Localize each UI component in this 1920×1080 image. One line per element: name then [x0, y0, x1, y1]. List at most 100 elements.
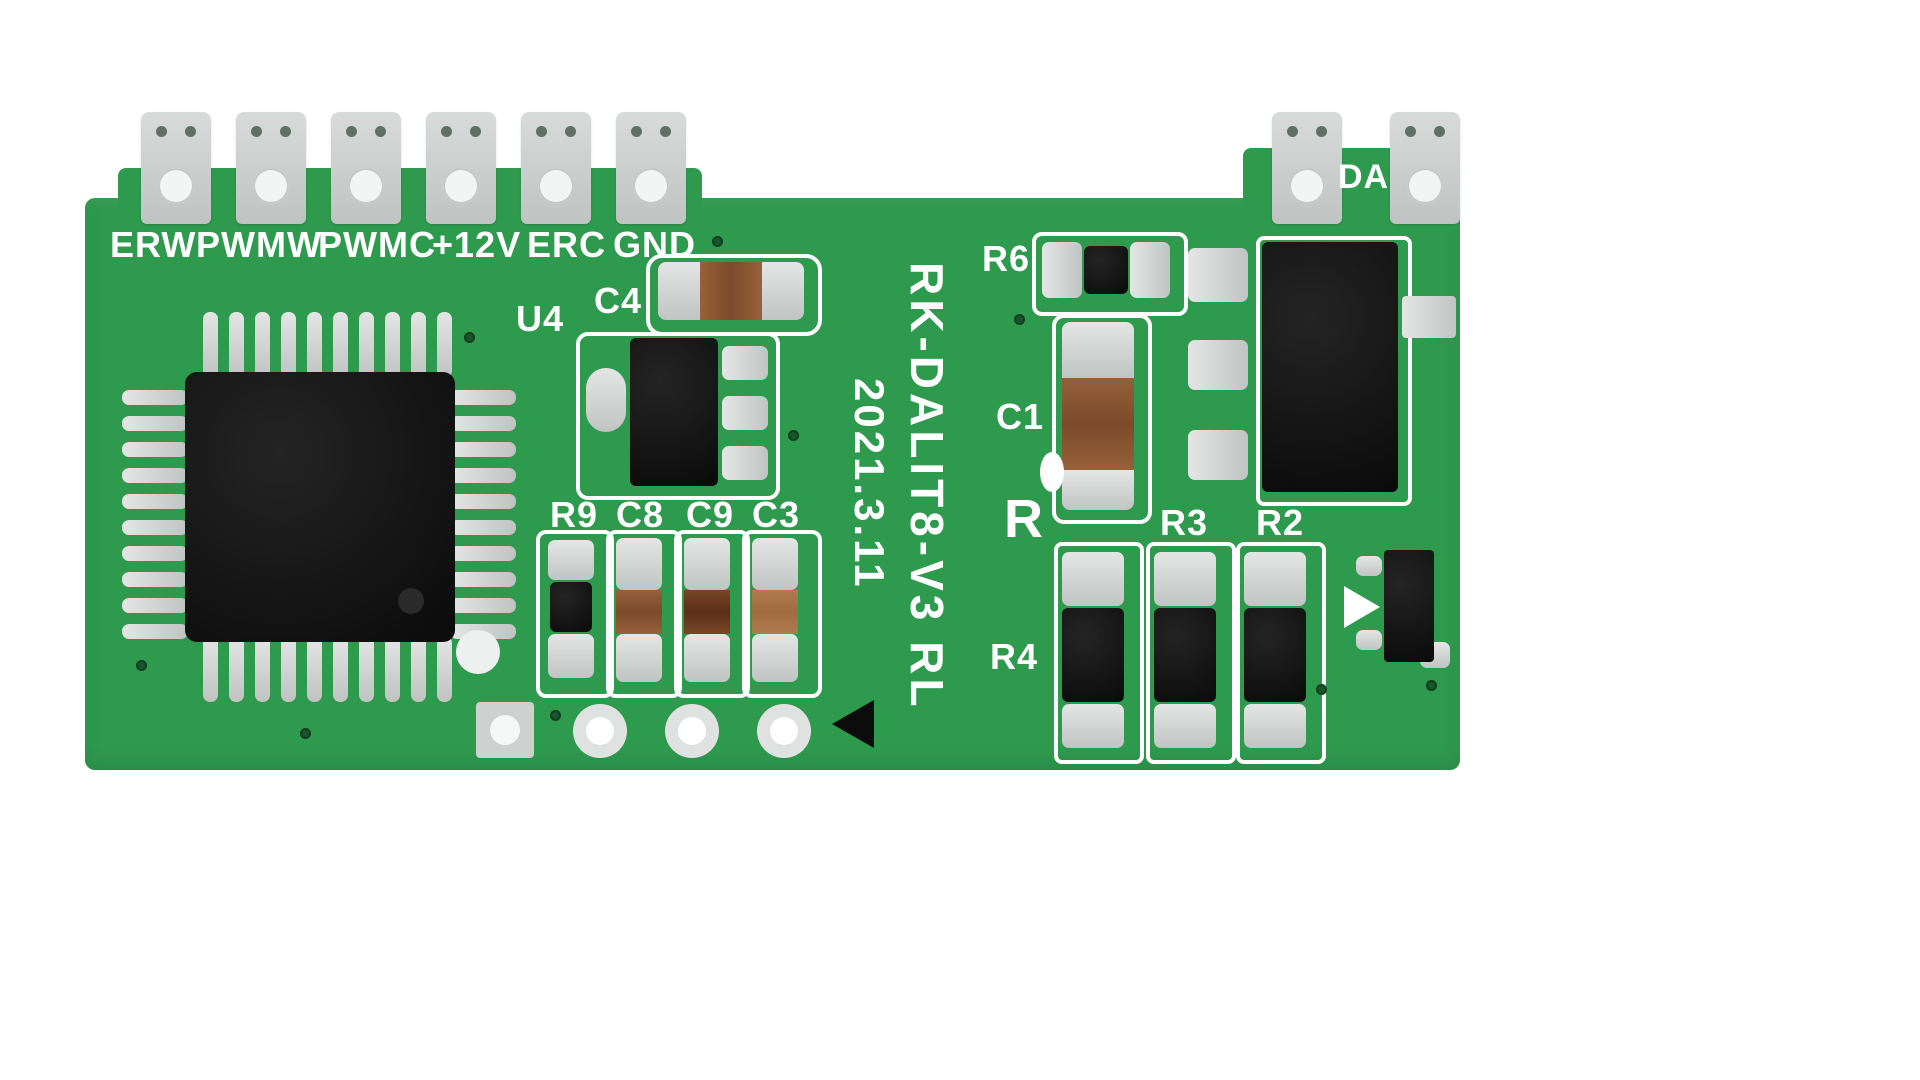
u4-pad [722, 346, 768, 380]
r2-pad [1244, 552, 1306, 606]
via [1426, 680, 1437, 691]
orientation-mark-left [832, 700, 874, 748]
qfp-lead [281, 312, 296, 378]
c8-outline [606, 530, 682, 698]
qfp-lead [333, 636, 348, 702]
u4-pad [722, 396, 768, 430]
r6-body [1084, 246, 1128, 294]
power-ic-lead [1188, 430, 1248, 480]
r4-body [1062, 608, 1124, 702]
qfp-lead [359, 312, 374, 378]
tab-hole-small [470, 126, 481, 137]
via [464, 332, 475, 343]
edge-tab [141, 112, 211, 224]
tab-hole-small [251, 126, 262, 137]
tab-hole-small [1434, 126, 1445, 137]
round-pad [573, 704, 627, 758]
qfp-lead [450, 468, 516, 483]
tab-hole-small [185, 126, 196, 137]
u4-pad [722, 446, 768, 480]
c9-terminal [684, 538, 730, 590]
tab-hole-small [1316, 126, 1327, 137]
pin-label-pwmw: PWMW [196, 224, 322, 265]
edge-tab [521, 112, 591, 224]
r-label: R [1004, 489, 1044, 549]
via [1014, 314, 1025, 325]
qfp-lead [385, 312, 400, 378]
edge-tab [236, 112, 306, 224]
qfp-lead [122, 546, 188, 561]
tab-hole-small [441, 126, 452, 137]
r4-pad [1062, 704, 1124, 748]
power-ic-tab [1402, 296, 1456, 338]
qfp-lead [122, 494, 188, 509]
r4-outline [1054, 542, 1144, 764]
power-ic-lead [1188, 248, 1248, 302]
c8-terminal [616, 634, 662, 682]
r3-outline [1146, 542, 1236, 764]
power-ic-body [1262, 242, 1398, 492]
qfp-lead [122, 468, 188, 483]
qfp-lead [450, 494, 516, 509]
via [136, 660, 147, 671]
u4-label: U4 [516, 298, 565, 339]
tab-hole-small [1405, 126, 1416, 137]
qfp-lead [255, 312, 270, 378]
r9-outline [536, 530, 614, 698]
c1-terminal [1062, 470, 1134, 510]
qfp-lead [450, 520, 516, 535]
tab-hole-small [631, 126, 642, 137]
r3-label: R3 [1160, 502, 1209, 543]
qfp-lead [122, 390, 188, 405]
r9-body [550, 582, 592, 632]
c1-outline [1052, 314, 1152, 524]
pcb-edge-left [118, 168, 702, 228]
qfp-lead [122, 520, 188, 535]
tab-hole-large [1407, 168, 1443, 204]
qfp-lead [255, 636, 270, 702]
r6-pad [1042, 242, 1082, 298]
r4-label: R4 [990, 636, 1039, 677]
qfp-lead [437, 636, 452, 702]
qfp-lead [229, 312, 244, 378]
c4-terminal [658, 262, 700, 320]
c8-label: C8 [616, 494, 665, 535]
r6-pad [1130, 242, 1170, 298]
via [1316, 684, 1327, 695]
c9-outline [674, 530, 750, 698]
edge-tab [331, 112, 401, 224]
qfp-lead [122, 598, 188, 613]
r2-label: R2 [1256, 502, 1305, 543]
r4-pad [1062, 552, 1124, 606]
c9-body [684, 590, 730, 634]
round-pad [757, 704, 811, 758]
r2-pad [1244, 704, 1306, 748]
tab-hole-large [348, 168, 384, 204]
qfp-lead [450, 442, 516, 457]
u4-left-pad [586, 368, 626, 432]
qfp-lead [122, 416, 188, 431]
r3-body [1154, 608, 1216, 702]
c1-terminal [1062, 322, 1134, 378]
c4-outline [646, 254, 822, 336]
c9-label: C9 [686, 494, 735, 535]
qfp-lead [450, 572, 516, 587]
qfp-lead [385, 636, 400, 702]
via [550, 710, 561, 721]
tab-hole-small [660, 126, 671, 137]
r9-pad [548, 540, 594, 580]
c8-terminal [616, 538, 662, 590]
tab-hole-small [346, 126, 357, 137]
pin-label-pwmc: PWMC [318, 224, 436, 265]
qfp-lead [203, 636, 218, 702]
round-pad [665, 704, 719, 758]
square-pad [476, 702, 534, 758]
tab-hole-large [1289, 168, 1325, 204]
qfp-lead [411, 312, 426, 378]
qfp-lead [122, 624, 188, 639]
tab-hole-small [1287, 126, 1298, 137]
small-pad [1356, 556, 1382, 576]
qfp-lead [307, 312, 322, 378]
small-pad [1356, 630, 1382, 650]
